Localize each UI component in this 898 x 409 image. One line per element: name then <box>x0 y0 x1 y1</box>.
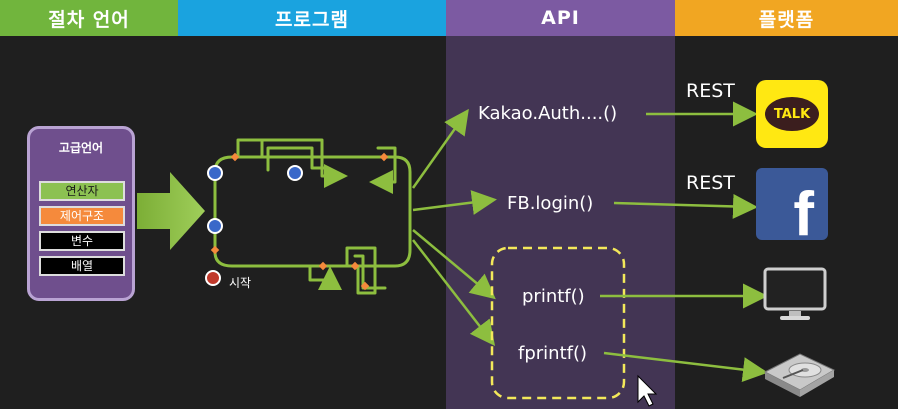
header-program: 프로그램 <box>178 0 446 36</box>
node-mid-left <box>207 218 223 234</box>
fprintf-label: fprintf() <box>518 343 588 364</box>
header-platform: 플랫폼 <box>675 0 898 36</box>
header-procedural-language: 절차 언어 <box>0 0 178 36</box>
fb-login-label: FB.login() <box>507 193 594 214</box>
kakaotalk-icon-text: TALK <box>773 106 811 122</box>
stdio-group <box>490 246 626 400</box>
monitor-icon <box>763 267 827 320</box>
facebook-icon: f <box>756 168 828 240</box>
hard-drive-icon <box>763 353 836 397</box>
kakaotalk-icon: TALK <box>756 80 828 148</box>
flow-junctions <box>210 152 389 291</box>
printf-label: printf() <box>522 286 585 307</box>
array-item: 배열 <box>39 256 125 276</box>
api-column-band <box>446 36 675 409</box>
mouse-cursor-icon <box>637 374 658 407</box>
rest-label-facebook: REST <box>686 172 735 194</box>
start-node <box>205 270 221 286</box>
kakao-auth-label: Kakao.Auth....() <box>478 103 618 124</box>
header-api: API <box>446 0 675 36</box>
facebook-icon-letter: f <box>793 180 814 241</box>
big-arrow <box>137 172 205 250</box>
node-top-center <box>287 165 303 181</box>
api-arrows <box>411 108 497 346</box>
operator-item: 연산자 <box>39 181 125 201</box>
node-top-left <box>207 165 223 181</box>
high-level-language-title: 고급언어 <box>58 141 104 155</box>
variable-item: 변수 <box>39 231 125 251</box>
platform-arrows <box>600 101 768 383</box>
high-level-language-box: 고급언어 연산자 제어구조 변수 배열 <box>27 126 135 301</box>
start-label: 시작 <box>229 276 252 290</box>
program-flow <box>213 138 412 295</box>
control-structure-item: 제어구조 <box>39 206 125 226</box>
rest-label-kakao: REST <box>686 80 735 102</box>
